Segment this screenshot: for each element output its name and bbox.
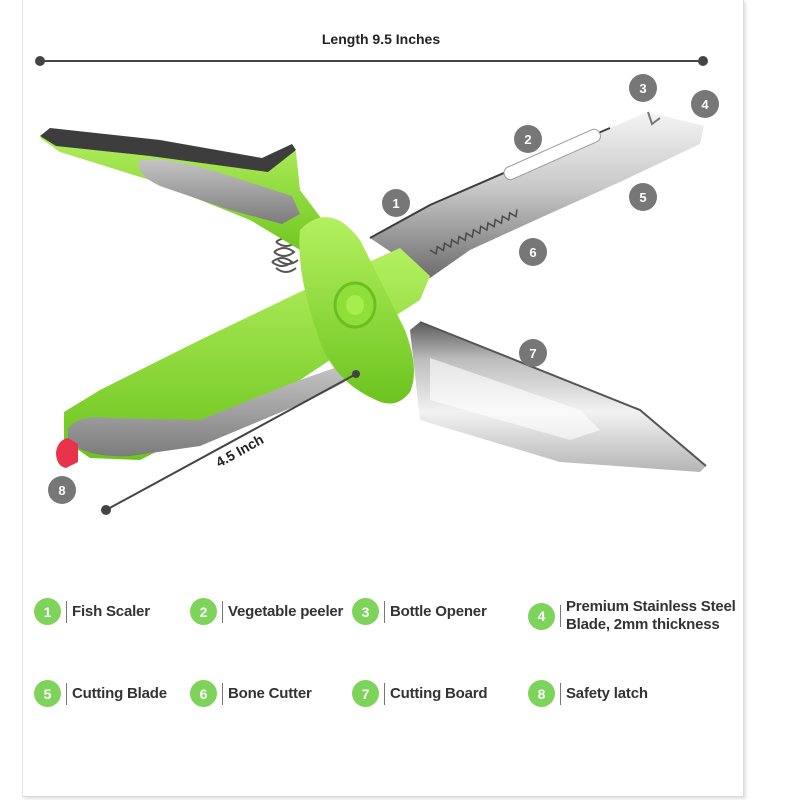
legend-number-badge: 2: [190, 598, 217, 625]
legend-label: Cutting Blade: [72, 684, 167, 702]
length-label: Length 9.5 Inches: [322, 31, 440, 47]
callout-number: 8: [58, 483, 65, 498]
callout-number: 1: [392, 196, 399, 211]
legend-item-8: 8 Safety latch: [528, 680, 648, 707]
legend-divider: [560, 682, 561, 705]
pivot-assembly: [299, 217, 414, 404]
legend-item-5: 5 Cutting Blade: [34, 680, 167, 707]
legend-label: Safety latch: [566, 684, 648, 702]
legend-number-badge: 8: [528, 680, 555, 707]
upper-handle: [40, 128, 330, 260]
callout-number: 2: [524, 132, 531, 147]
legend-divider: [66, 682, 67, 705]
callout-number: 4: [701, 97, 709, 112]
lower-blade: [410, 321, 707, 472]
legend-item-7: 7 Cutting Board: [352, 680, 488, 707]
callout-1: 1: [382, 189, 410, 217]
legend-number-badge: 5: [34, 680, 61, 707]
legend-item-6: 6 Bone Cutter: [190, 680, 312, 707]
callout-number: 7: [529, 346, 536, 361]
callout-number: 3: [639, 81, 646, 96]
legend-item-1: 1 Fish Scaler: [34, 598, 150, 625]
legend-item-4: 4 Premium Stainless Steel Blade, 2mm thic…: [528, 598, 736, 634]
legend-number-badge: 7: [352, 680, 379, 707]
callout-4: 4: [691, 90, 719, 118]
safety-latch: [56, 438, 78, 468]
legend-divider: [222, 600, 223, 623]
legend-label: Premium Stainless Steel Blade, 2mm thick…: [566, 598, 736, 633]
callouts: 1 2 3 4 5 6 7 8: [48, 74, 719, 504]
legend-divider: [222, 682, 223, 705]
legend-divider: [560, 605, 561, 627]
legend-number-badge: 4: [528, 602, 555, 630]
legend-number-badge: 6: [190, 680, 217, 707]
legend-number-badge: 3: [352, 598, 379, 625]
legend-divider: [384, 600, 385, 623]
legend-label: Cutting Board: [390, 684, 488, 702]
legend-number-badge: 1: [34, 598, 61, 625]
callout-3: 3: [629, 74, 657, 102]
callout-number: 5: [639, 190, 646, 205]
legend-label: Fish Scaler: [72, 602, 150, 620]
callout-6: 6: [519, 238, 547, 266]
callout-number: 6: [529, 245, 536, 260]
legend-item-3: 3 Bottle Opener: [352, 598, 487, 625]
legend-label: Vegetable peeler: [228, 602, 344, 620]
legend-item-2: 2 Vegetable peeler: [190, 598, 343, 625]
legend-label: Bone Cutter: [228, 684, 312, 702]
legend-divider: [384, 682, 385, 705]
length-dimension: Length 9.5 Inches: [35, 31, 708, 66]
legend-label: Bottle Opener: [390, 602, 487, 620]
callout-5: 5: [629, 183, 657, 211]
callout-2: 2: [514, 125, 542, 153]
callout-7: 7: [519, 339, 547, 367]
callout-8: 8: [48, 476, 76, 504]
upper-blade: [369, 111, 704, 278]
legend-divider: [66, 600, 67, 623]
